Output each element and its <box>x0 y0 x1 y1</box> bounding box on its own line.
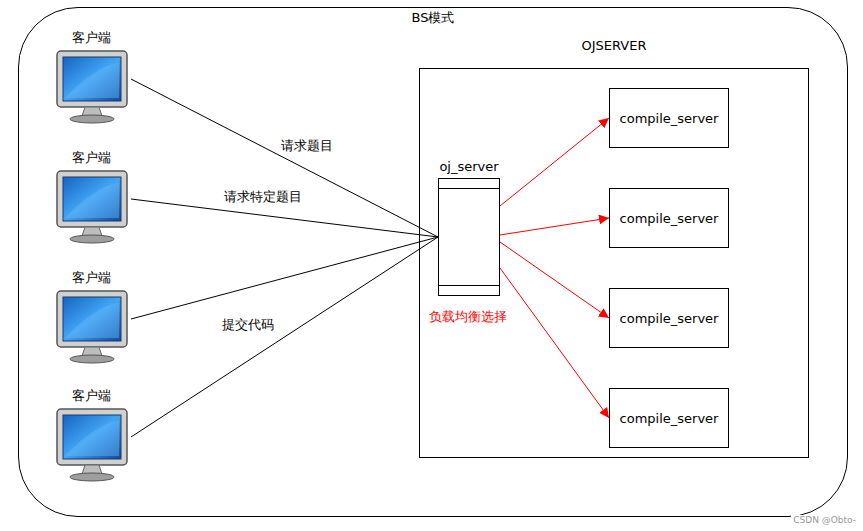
node-label: 客户端 <box>51 387 131 405</box>
node-label: BS模式 <box>19 9 847 27</box>
watermark: CSDN @Obto- <box>791 515 858 525</box>
annotation-label: 负载均衡选择 <box>427 308 509 326</box>
node-label: compile_server <box>620 311 719 326</box>
dispatch-arrow <box>500 218 609 235</box>
edge-label: 提交代码 <box>220 316 276 334</box>
node-label: compile_server <box>620 111 719 126</box>
oj-server-box: oj_server <box>438 159 500 296</box>
monitor-icon <box>53 168 133 246</box>
process-box: compile_server <box>609 188 729 248</box>
request-line <box>131 237 438 319</box>
node-label: compile_server <box>620 211 719 226</box>
process-box: compile_server <box>609 288 729 348</box>
node-label: 客户端 <box>51 269 131 287</box>
divider-line <box>439 285 499 286</box>
monitor-icon <box>53 406 133 484</box>
oj-server-body <box>438 178 500 296</box>
node-label: 客户端 <box>51 149 131 167</box>
client-computer: 客户端 <box>51 29 131 126</box>
mode-region: BS模式客户端客户端客户端客户端OJSERVERoj_servercompile… <box>18 7 848 517</box>
node-label: oj_server <box>418 159 520 174</box>
edge-label: 请求题目 <box>279 137 335 155</box>
monitor-icon <box>53 288 133 366</box>
node-label: 客户端 <box>51 29 131 47</box>
dispatch-arrow <box>500 118 609 206</box>
request-line <box>131 237 438 437</box>
client-computer: 客户端 <box>51 269 131 366</box>
dispatch-arrow <box>500 268 609 418</box>
divider-line <box>439 188 499 189</box>
server-group: OJSERVER oj_server compile_server compile_s… <box>419 38 809 458</box>
client-computer: 客户端 <box>51 387 131 484</box>
client-computer: 客户端 <box>51 149 131 246</box>
process-box: compile_server <box>609 388 729 448</box>
node-label: OJSERVER <box>419 38 809 53</box>
process-box: compile_server <box>609 88 729 148</box>
request-line <box>131 79 438 237</box>
node-label: compile_server <box>620 411 719 426</box>
dispatch-arrow <box>500 242 609 318</box>
monitor-icon <box>53 48 133 126</box>
edge-label: 请求特定题目 <box>222 188 304 206</box>
